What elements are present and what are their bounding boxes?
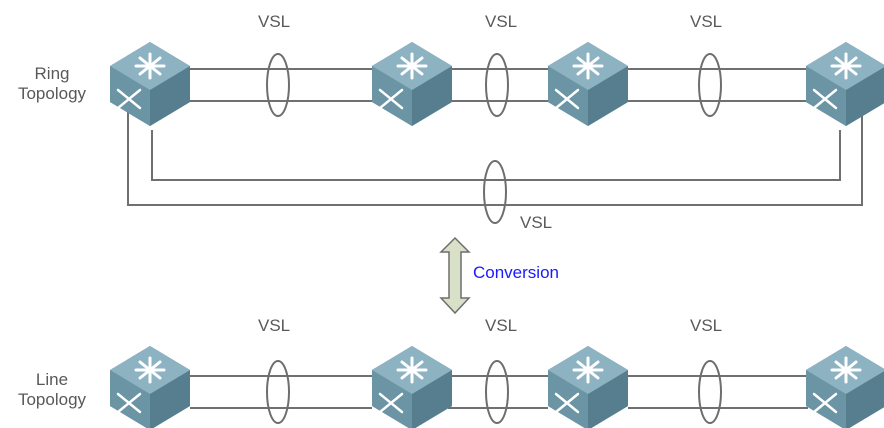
vsl-ellipse-icon [698, 360, 722, 424]
ring-title-line2: Topology [17, 84, 87, 103]
vsl-ellipse-icon [483, 160, 507, 224]
vsl-ellipse-icon [266, 360, 290, 424]
line-title-line1: Line [35, 370, 69, 389]
ring-title-line1: Ring [34, 64, 70, 83]
vsl-ellipse-icon [485, 360, 509, 424]
line-vsl-label-1: VSL [258, 316, 291, 335]
line-switch-4 [804, 344, 884, 428]
conversion-label: Conversion [473, 263, 559, 282]
line-vsl-label-2: VSL [485, 316, 518, 335]
ring-loop-vsl-label: VSL [520, 213, 553, 232]
line-links [190, 375, 808, 409]
vsl-ellipse-icon [698, 53, 722, 117]
line-switch-1 [108, 344, 192, 428]
line-switch-3 [546, 344, 630, 428]
ring-switch-4 [804, 40, 884, 128]
double-arrow-icon [439, 236, 471, 315]
vsl-ellipse-icon [485, 53, 509, 117]
ring-switch-3 [546, 40, 630, 128]
line-topology-title: Line Topology [2, 370, 102, 410]
line-title-line2: Topology [17, 390, 87, 409]
line-vsl-label-3: VSL [690, 316, 723, 335]
ring-links [127, 68, 863, 206]
ring-switch-2 [370, 40, 454, 128]
vsl-ellipse-icon [266, 53, 290, 117]
ring-topology-title: Ring Topology [2, 64, 102, 104]
ring-switch-1 [108, 40, 192, 128]
ring-vsl-label-1: VSL [258, 12, 291, 31]
ring-vsl-label-2: VSL [485, 12, 518, 31]
ring-vsl-label-3: VSL [690, 12, 723, 31]
line-switch-2 [370, 344, 454, 428]
